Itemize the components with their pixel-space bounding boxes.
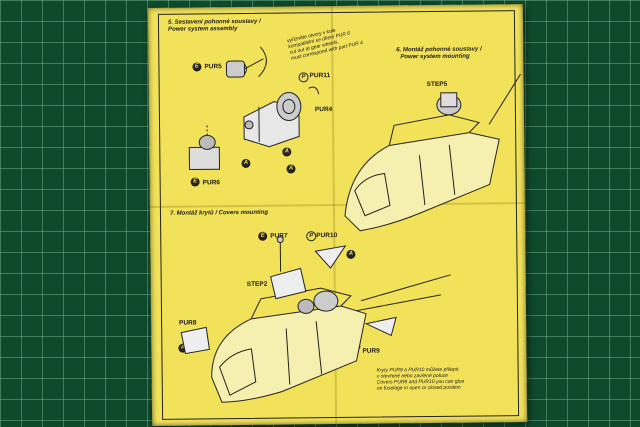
- pur9-part-drawing: [364, 316, 397, 337]
- fuselage-drawing-bottom: [211, 274, 451, 403]
- pur6-part-drawing: [188, 125, 221, 171]
- pur10-part-drawing: [314, 245, 347, 269]
- instruction-sheet: 5. Sestavení pohonné soustavy / Power sy…: [147, 4, 528, 426]
- pur5-part-drawing: [225, 46, 267, 78]
- step2-cover-drawing: [270, 267, 307, 300]
- pur4-part-drawing: [243, 92, 302, 148]
- assembly-drawings: [180, 46, 521, 403]
- pur8-part-drawing: [180, 326, 210, 355]
- fuselage-drawing-top: [344, 73, 521, 232]
